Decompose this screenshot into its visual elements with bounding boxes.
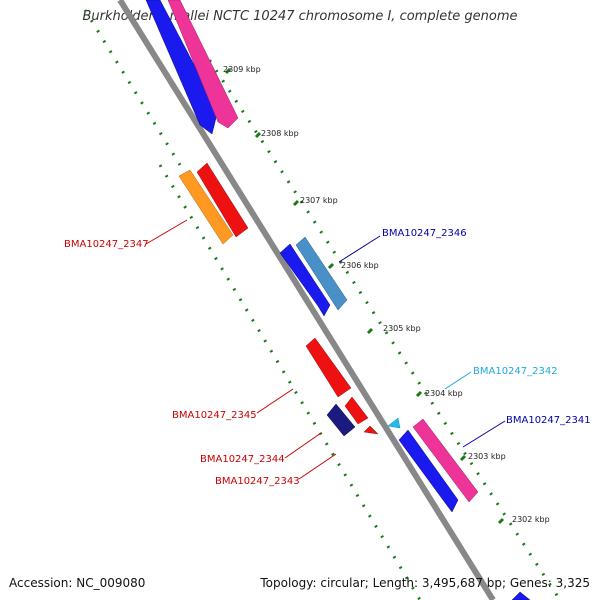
gene-2347-orange[interactable] [178, 169, 234, 245]
gene-label-2346[interactable]: BMA10247_2346 [382, 228, 467, 239]
tick-label-2309: 2309 kbp [223, 65, 261, 74]
topology-summary: Topology: circular; Length: 3,495,687 bp… [260, 576, 590, 590]
gene-blue-top[interactable] [145, 0, 219, 135]
accession-text: Accession: NC_009080 [9, 576, 146, 590]
gene-label-2342[interactable]: BMA10247_2342 [473, 366, 558, 377]
tick-label-2304: 2304 kbp [425, 389, 463, 398]
gene-label-2341[interactable]: BMA10247_2341 [506, 415, 591, 426]
genome-backbone [117, 0, 496, 600]
gene-2345-red[interactable] [305, 337, 352, 398]
gene-blue-bottom[interactable] [511, 591, 531, 600]
gene-label-2343[interactable]: BMA10247_2343 [215, 476, 300, 487]
gene-label-2345[interactable]: BMA10247_2345 [172, 410, 257, 421]
gene-2347-red[interactable] [196, 162, 249, 238]
tick-label-2305: 2305 kbp [383, 324, 421, 333]
gene-2341-magenta[interactable] [412, 418, 479, 503]
gene-2344-red[interactable] [344, 396, 369, 425]
label-leader-lines [145, 219, 506, 480]
tick-label-2306: 2306 kbp [341, 261, 379, 270]
tick-label-2307: 2307 kbp [300, 196, 338, 205]
gene-2344-navy[interactable] [326, 403, 356, 437]
gene-label-2344[interactable]: BMA10247_2344 [200, 454, 285, 465]
tick-label-2302: 2302 kbp [512, 515, 550, 524]
gene-2343-red[interactable] [363, 425, 379, 435]
gene-label-2347[interactable]: BMA10247_2347 [64, 239, 149, 250]
tick-marks [224, 67, 505, 525]
outer-dotted-track [188, 29, 562, 600]
gene-2342-cyan[interactable] [387, 417, 401, 429]
gene-2346-steelblue[interactable] [295, 236, 348, 311]
mid-dotted-track [158, 164, 422, 600]
gene-2341-blue[interactable] [398, 429, 459, 513]
tick-label-2308: 2308 kbp [261, 129, 299, 138]
gene-2346-blue[interactable] [279, 243, 331, 317]
gene-magenta-top[interactable] [167, 0, 239, 129]
tick-label-2303: 2303 kbp [468, 452, 506, 461]
map-title: Burkholderia mallei NCTC 10247 chromosom… [82, 9, 518, 24]
